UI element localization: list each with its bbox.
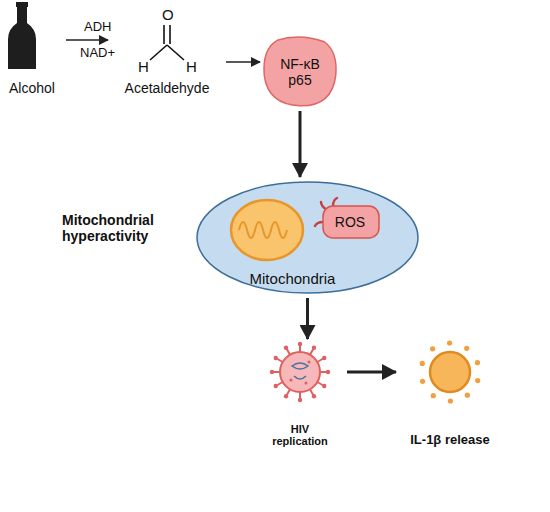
cytokine-dot bbox=[420, 361, 425, 366]
virus-spike-tip bbox=[284, 394, 288, 398]
node-text: Acetaldehyde bbox=[125, 80, 210, 96]
virus-spike-tip bbox=[322, 356, 326, 360]
cell-membrane bbox=[197, 182, 418, 293]
atom-label: O bbox=[162, 6, 174, 23]
virus-spike-tip bbox=[270, 370, 274, 374]
ros-fill bbox=[323, 206, 379, 238]
cytokine-dot bbox=[420, 379, 425, 384]
virus-spike-tip bbox=[298, 398, 302, 402]
atom-label: H bbox=[138, 58, 149, 75]
virus-icon bbox=[270, 342, 330, 402]
virus-spike-tip bbox=[312, 394, 316, 398]
cytokine-dot bbox=[430, 346, 435, 351]
nfkb-blob-fill bbox=[264, 37, 336, 106]
enzyme-label: ADH bbox=[84, 20, 111, 35]
virus-spike-tip bbox=[326, 370, 330, 374]
node-text: Alcohol bbox=[9, 80, 55, 96]
cofactor-label: NAD+ bbox=[80, 46, 115, 61]
node-text: ROS bbox=[335, 214, 365, 230]
cytokine-dot bbox=[447, 340, 452, 345]
flow-arrow bbox=[66, 39, 108, 41]
virus-spike-tip bbox=[298, 342, 302, 346]
cytokine-dot bbox=[475, 378, 480, 383]
virus-spike-tip bbox=[284, 346, 288, 350]
flow-arrow bbox=[347, 371, 396, 374]
wine-bottle-icon bbox=[8, 3, 36, 69]
cytokine-dot bbox=[465, 393, 470, 398]
virus-spike-tip bbox=[274, 356, 278, 360]
flow-arrow bbox=[299, 111, 302, 177]
ros-shape: ROS bbox=[319, 202, 381, 242]
virus-spike-tip bbox=[322, 384, 326, 388]
mitochondrion-cristae bbox=[239, 222, 287, 238]
alcohol-node: Alcohol bbox=[0, 2, 64, 96]
cell-ellipse: Mitochondria ROS bbox=[195, 180, 420, 295]
flow-arrow bbox=[226, 61, 260, 63]
virus-spike-tip bbox=[312, 346, 316, 350]
node-text: HIV replication bbox=[264, 423, 336, 448]
virus-spike-tip bbox=[274, 384, 278, 388]
cytokine-icon bbox=[420, 340, 481, 403]
cytokine-dot bbox=[475, 360, 480, 365]
atom-label: H bbox=[186, 58, 197, 75]
node-text: IL-1β release bbox=[410, 433, 489, 448]
node-text: NF-κB p65 bbox=[274, 56, 326, 88]
acetaldehyde-bonds bbox=[150, 25, 184, 60]
cytokine-dot bbox=[431, 393, 436, 398]
bottle-cap bbox=[16, 2, 28, 7]
nfkb-blob: NF-κB p65 bbox=[262, 36, 338, 108]
cytokine-dot bbox=[448, 398, 453, 403]
flow-arrow bbox=[306, 298, 309, 339]
il1b-node: IL-1β release bbox=[398, 342, 502, 448]
hiv-node: HIV replication bbox=[255, 342, 345, 448]
mitochondrion-icon bbox=[231, 200, 303, 260]
cytokine-dot bbox=[464, 346, 469, 351]
node-text: Mitochondria bbox=[250, 270, 336, 287]
process-label: Mitochondrial hyperactivity bbox=[62, 212, 188, 244]
